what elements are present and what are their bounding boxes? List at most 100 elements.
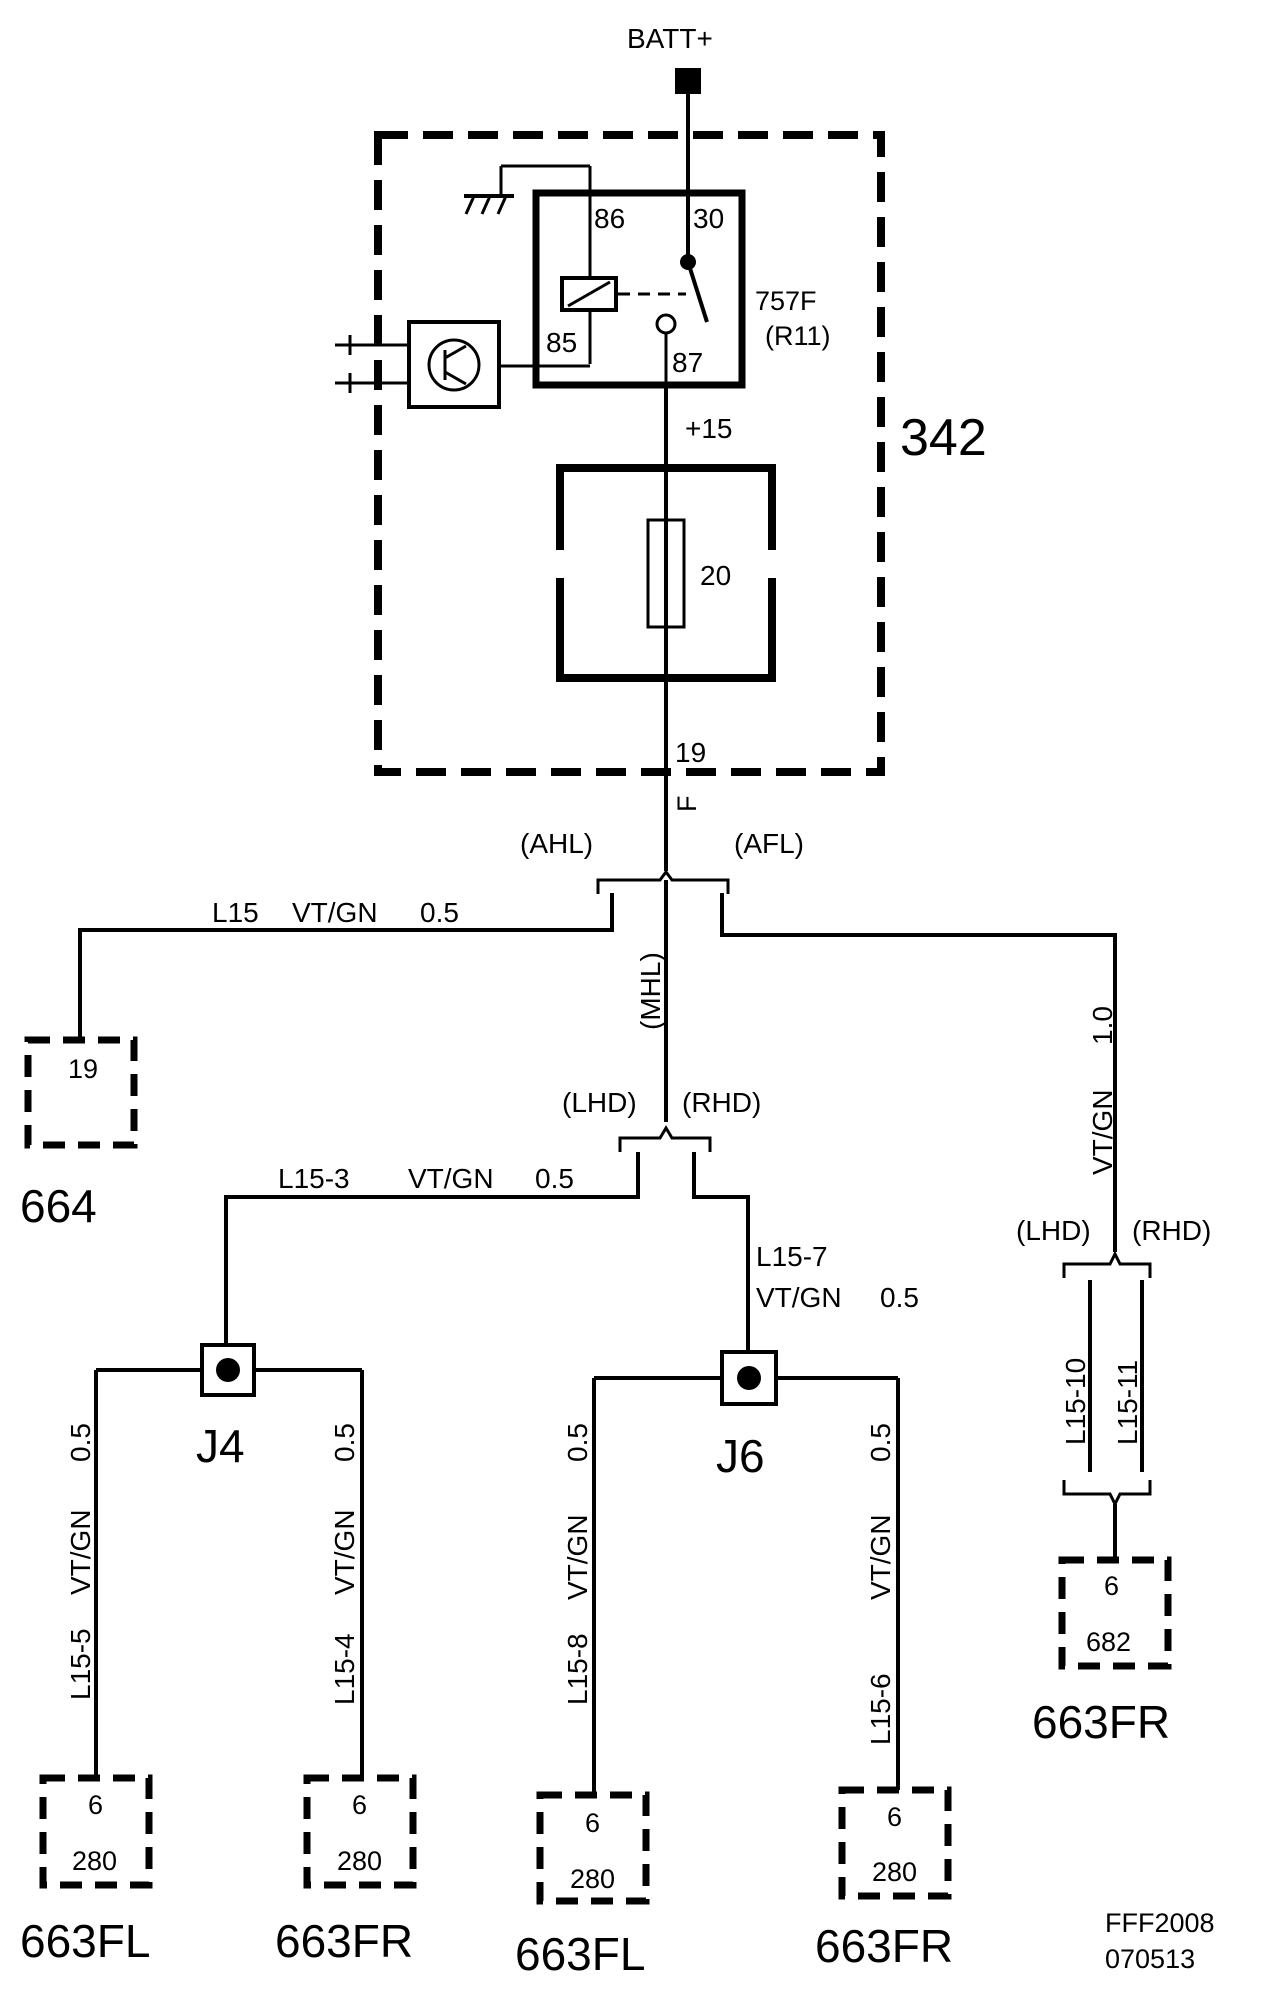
variant-afl: (AFL) [734,828,804,859]
relay-pin-30: 30 [693,203,724,234]
connector-663fr-a-pin: 6 [352,1790,367,1820]
wire-l15-5-id: L15-5 [65,1628,96,1700]
wire-l15: L15 VT/GN 0.5 [78,897,612,1040]
wire-l15-id: L15 [212,897,259,928]
connector-663fr-b-pin: 6 [887,1802,902,1832]
right-variant-brace-top [1062,1250,1152,1278]
mid-variant-rhd: (RHD) [682,1087,761,1118]
wire-l15-10-id: L15-10 [1060,1358,1091,1445]
right-branch: VT/GN 1.0 (LHD) (RHD) L15-10 L15-11 [720,932,1211,1560]
wire-l15-path [78,928,612,1040]
footer-code: FFF2008 [1105,1908,1215,1938]
footer: FFF2008 070513 [1105,1908,1215,1974]
ground-icon-tick3 [496,195,508,215]
connector-663fl-b-sub: 280 [570,1864,615,1894]
wire-l15-5-size: 0.5 [65,1423,96,1462]
transistor-collector [444,344,467,360]
wire-l15-4-color: VT/GN [329,1509,360,1595]
wire-l15-8-id: L15-8 [562,1633,593,1705]
right-trunk [720,932,1117,1252]
fuse-rating: 20 [700,560,731,591]
connector-664-pin: 19 [68,1054,98,1084]
wire-l15-6-size: 0.5 [865,1423,896,1462]
wire-l15-3-id: L15-3 [278,1163,350,1194]
plus15-label: +15 [685,413,733,444]
connector-682-pin: 6 [1104,1571,1119,1601]
relay-pin-85: 85 [546,327,577,358]
variant-ahl: (AHL) [520,828,593,859]
splice-j4: J4 [94,1343,364,1778]
connector-682: 6 682 663FR [1032,1556,1172,1748]
transistor-emitter [444,370,467,386]
top-variant-split: (AHL) (AFL) (MHL) [520,828,804,1122]
connector-682-sub: 682 [1086,1627,1131,1657]
wire-l15-7-id: L15-7 [756,1241,828,1272]
connector-663fl-a-pin: 6 [88,1790,103,1820]
top-variant-brace [596,869,730,894]
j6-node [737,1366,761,1390]
connector-682-label: 663FR [1032,1696,1170,1748]
fuse-box-gap-right [765,550,779,578]
footer-date: 070513 [1105,1944,1195,1974]
connector-663fr-a-box [303,1774,417,1889]
connector-663fl-b-pin: 6 [585,1808,600,1838]
connector-663fl-a-sub: 280 [72,1846,117,1876]
battery-terminal [675,68,701,94]
connector-664-box [24,1036,138,1149]
wire-l15-7: L15-7 VT/GN 0.5 [692,1152,919,1350]
connector-663fr-a-label: 663FR [275,1915,413,1967]
module-boundary [374,131,885,776]
variant-mhl: (MHL) [635,952,666,1030]
connector-663fl-a-box [39,1774,153,1889]
pin-87-contact [655,313,677,335]
wire-l15-3-path [224,1152,640,1345]
connector-664: 19 664 [20,1036,138,1232]
fuse-box-gap-left [553,550,567,578]
wire-l15-7-size: 0.5 [880,1282,919,1313]
module-out-connector: F [672,796,702,813]
connector-663fr-a-sub: 280 [337,1846,382,1876]
connector-664-label: 664 [20,1180,97,1232]
switch-blade [686,261,709,323]
mid-variant-lhd: (LHD) [562,1087,637,1118]
wire-l15-5-color: VT/GN [65,1509,96,1595]
transistor-icon [427,338,481,392]
wire-l15-3-size: 0.5 [535,1163,574,1194]
wire-l15-color: VT/GN [292,897,378,928]
relay-pin-87: 87 [672,347,703,378]
module-out-pin: 19 [675,737,706,768]
right-trunk-color: VT/GN [1087,1089,1118,1175]
connector-663fr-b-box [838,1786,952,1900]
relay-coil-mark [567,280,611,308]
transistor-box [407,320,501,409]
right-variant-lhd: (LHD) [1016,1215,1091,1246]
mid-variant-brace [618,1125,712,1152]
wire-l15-11-id: L15-11 [1112,1360,1143,1445]
right-variant-brace-bottom [1062,1480,1152,1508]
connector-663fr-b-sub: 280 [872,1857,917,1887]
connector-682-box [1058,1556,1172,1670]
wire-l15-6-id: L15-6 [865,1673,896,1745]
wire-l15-4-size: 0.5 [329,1423,360,1462]
module-number: 342 [900,409,987,467]
relay-757F: 86 30 85 87 757F (R11) [464,164,831,389]
connector-663fl-b-label: 663FL [515,1928,645,1980]
wire-l15-7-path [692,1152,750,1350]
connector-663fl-a: 6 280 663FL [20,1774,153,1967]
connector-663fr-b-label: 663FR [815,1920,953,1972]
wire-l15-4-id: L15-4 [329,1633,360,1705]
connector-663fr-b: 6 280 663FR [815,1786,953,1972]
connector-663fl-b: 6 280 663FL [515,1791,650,1980]
wire-l15-8-size: 0.5 [562,1423,593,1462]
drop-labels: L15-5 VT/GN 0.5 L15-4 VT/GN 0.5 L15-8 VT… [65,1423,896,1745]
relay-id: 757F [755,286,817,316]
ground-icon-tick2 [480,195,492,215]
wire-l15-7-color: VT/GN [756,1282,842,1313]
module-342: 342 86 30 85 87 757F (R11) [335,131,987,871]
battery-label: BATT+ [627,23,713,54]
j4-label: J4 [196,1420,245,1472]
j4-node [216,1358,240,1382]
control-transistor [335,320,590,409]
splice-j6: J6 [592,1350,900,1795]
